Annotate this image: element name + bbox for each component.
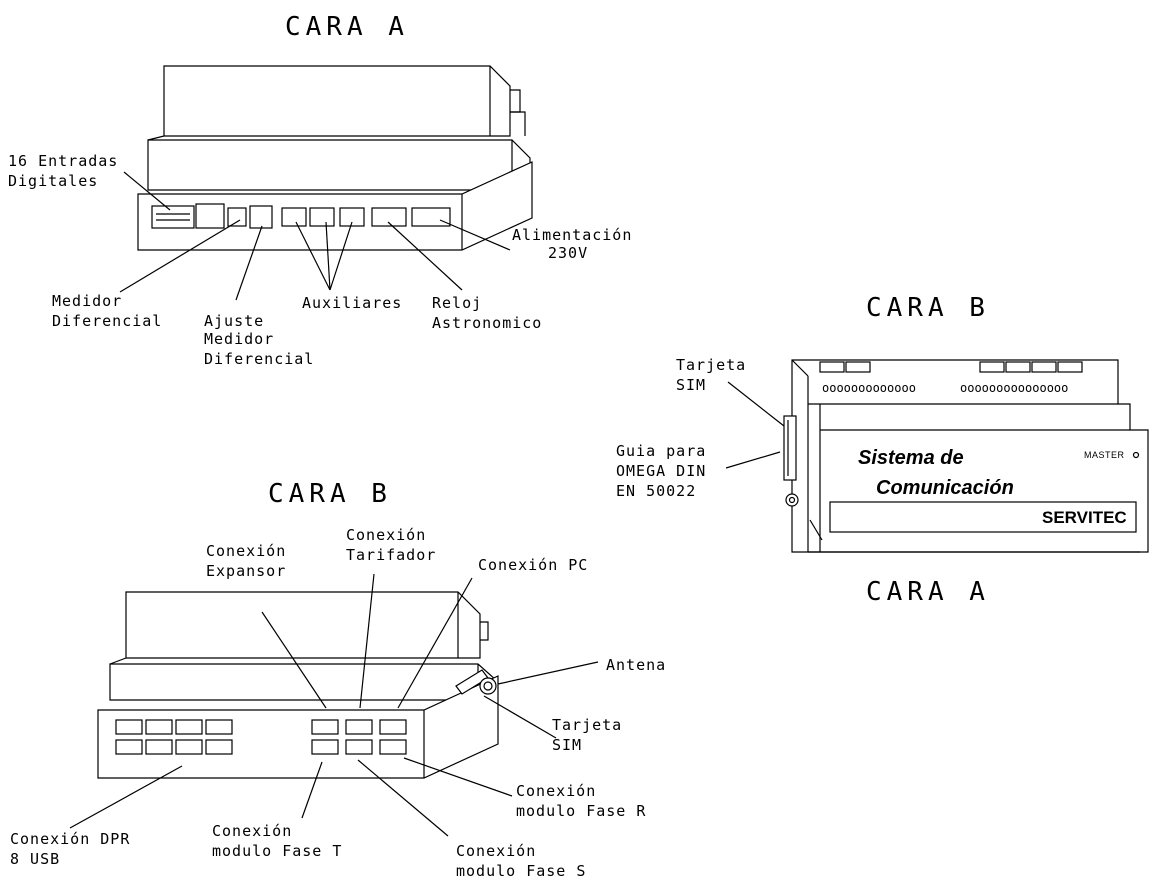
label-fase-s-2: modulo Fase S xyxy=(456,862,586,880)
label-entradas-2: Digitales xyxy=(8,172,98,190)
top-middle-block xyxy=(147,135,531,191)
label-alimentacion-2: 230V xyxy=(548,244,588,262)
antenna-port xyxy=(455,669,497,695)
label-fase-s-1: Conexión xyxy=(456,842,536,860)
bottom-view-heading: CARA B xyxy=(268,479,392,509)
label-fase-t-2: modulo Fase T xyxy=(212,842,342,860)
aux-connector-2 xyxy=(309,207,335,227)
label-bottom-tarjeta-2: SIM xyxy=(552,736,582,754)
label-expansor-2: Expansor xyxy=(206,562,286,580)
label-guia-2: OMEGA DIN xyxy=(616,462,706,480)
label-alimentacion-1: Alimentación xyxy=(512,226,632,244)
power-connector xyxy=(411,207,451,227)
side-top-connectors: ooooooooooooo ooooooooooooooo xyxy=(819,361,1083,395)
front-title-1: Sistema de xyxy=(858,447,964,469)
label-expansor-1: Conexión xyxy=(206,542,286,560)
top-leaders xyxy=(119,171,511,301)
bottom-view: CARA B xyxy=(10,479,666,880)
label-ajuste-3: Diferencial xyxy=(204,350,314,368)
label-antena: Antena xyxy=(606,656,666,674)
label-fase-r-1: Conexión xyxy=(516,782,596,800)
label-guia-1: Guia para xyxy=(616,442,706,460)
top-view-heading: CARA A xyxy=(285,12,409,42)
side-view-heading-top: CARA B xyxy=(866,293,990,323)
usb-ports xyxy=(115,719,407,755)
din-rail-clip xyxy=(783,415,799,507)
bottom-middle-block xyxy=(109,657,497,701)
label-entradas-1: 16 Entradas xyxy=(8,152,118,170)
label-ajuste-2: Medidor xyxy=(204,330,274,348)
ajuste-knob xyxy=(249,205,273,229)
label-side-tarjeta-1: Tarjeta xyxy=(676,356,746,374)
brand-label: SERVITEC xyxy=(1042,508,1127,527)
label-ajuste-1: Ajuste xyxy=(204,312,264,330)
bottom-leaders xyxy=(69,573,599,837)
label-reloj-2: Astronomico xyxy=(432,314,542,332)
side-view: CARA B CARA A ooooooooooooo oooooooooooo… xyxy=(616,293,1149,607)
led-row-1: ooooooooooooo xyxy=(822,381,916,395)
top-upper-block xyxy=(163,65,526,137)
top-front-block xyxy=(137,161,533,251)
label-bottom-tarjeta-1: Tarjeta xyxy=(552,716,622,734)
label-medidor-2: Diferencial xyxy=(52,312,162,330)
label-side-tarjeta-2: SIM xyxy=(676,376,706,394)
brand-plate xyxy=(829,501,1137,533)
master-label: MASTER xyxy=(1084,450,1125,460)
label-dpr-2: 8 USB xyxy=(10,850,60,868)
master-led xyxy=(1132,451,1140,459)
top-view: CARA A xyxy=(8,12,632,368)
label-fase-r-2: modulo Fase R xyxy=(516,802,646,820)
side-view-heading-bottom: CARA A xyxy=(866,577,990,607)
front-title-2: Comunicación xyxy=(876,477,1014,499)
label-fase-t-1: Conexión xyxy=(212,822,292,840)
label-dpr-1: Conexión DPR xyxy=(10,830,130,848)
label-auxiliares: Auxiliares xyxy=(302,294,402,312)
label-pc: Conexión PC xyxy=(478,556,588,574)
top-connectors xyxy=(151,203,451,229)
aux-connector-1 xyxy=(281,207,307,227)
label-tarifador-2: Tarifador xyxy=(346,546,436,564)
bottom-upper-block xyxy=(125,591,489,659)
label-tarifador-1: Conexión xyxy=(346,526,426,544)
reloj-connector xyxy=(371,207,407,227)
aux-connector-3 xyxy=(339,207,365,227)
label-medidor-1: Medidor xyxy=(52,292,122,310)
label-reloj-1: Reloj xyxy=(432,294,482,312)
led-row-2: ooooooooooooooo xyxy=(960,381,1068,395)
label-guia-3: EN 50022 xyxy=(616,482,696,500)
digital-input-connector xyxy=(151,205,195,229)
medidor-connector xyxy=(227,207,247,227)
